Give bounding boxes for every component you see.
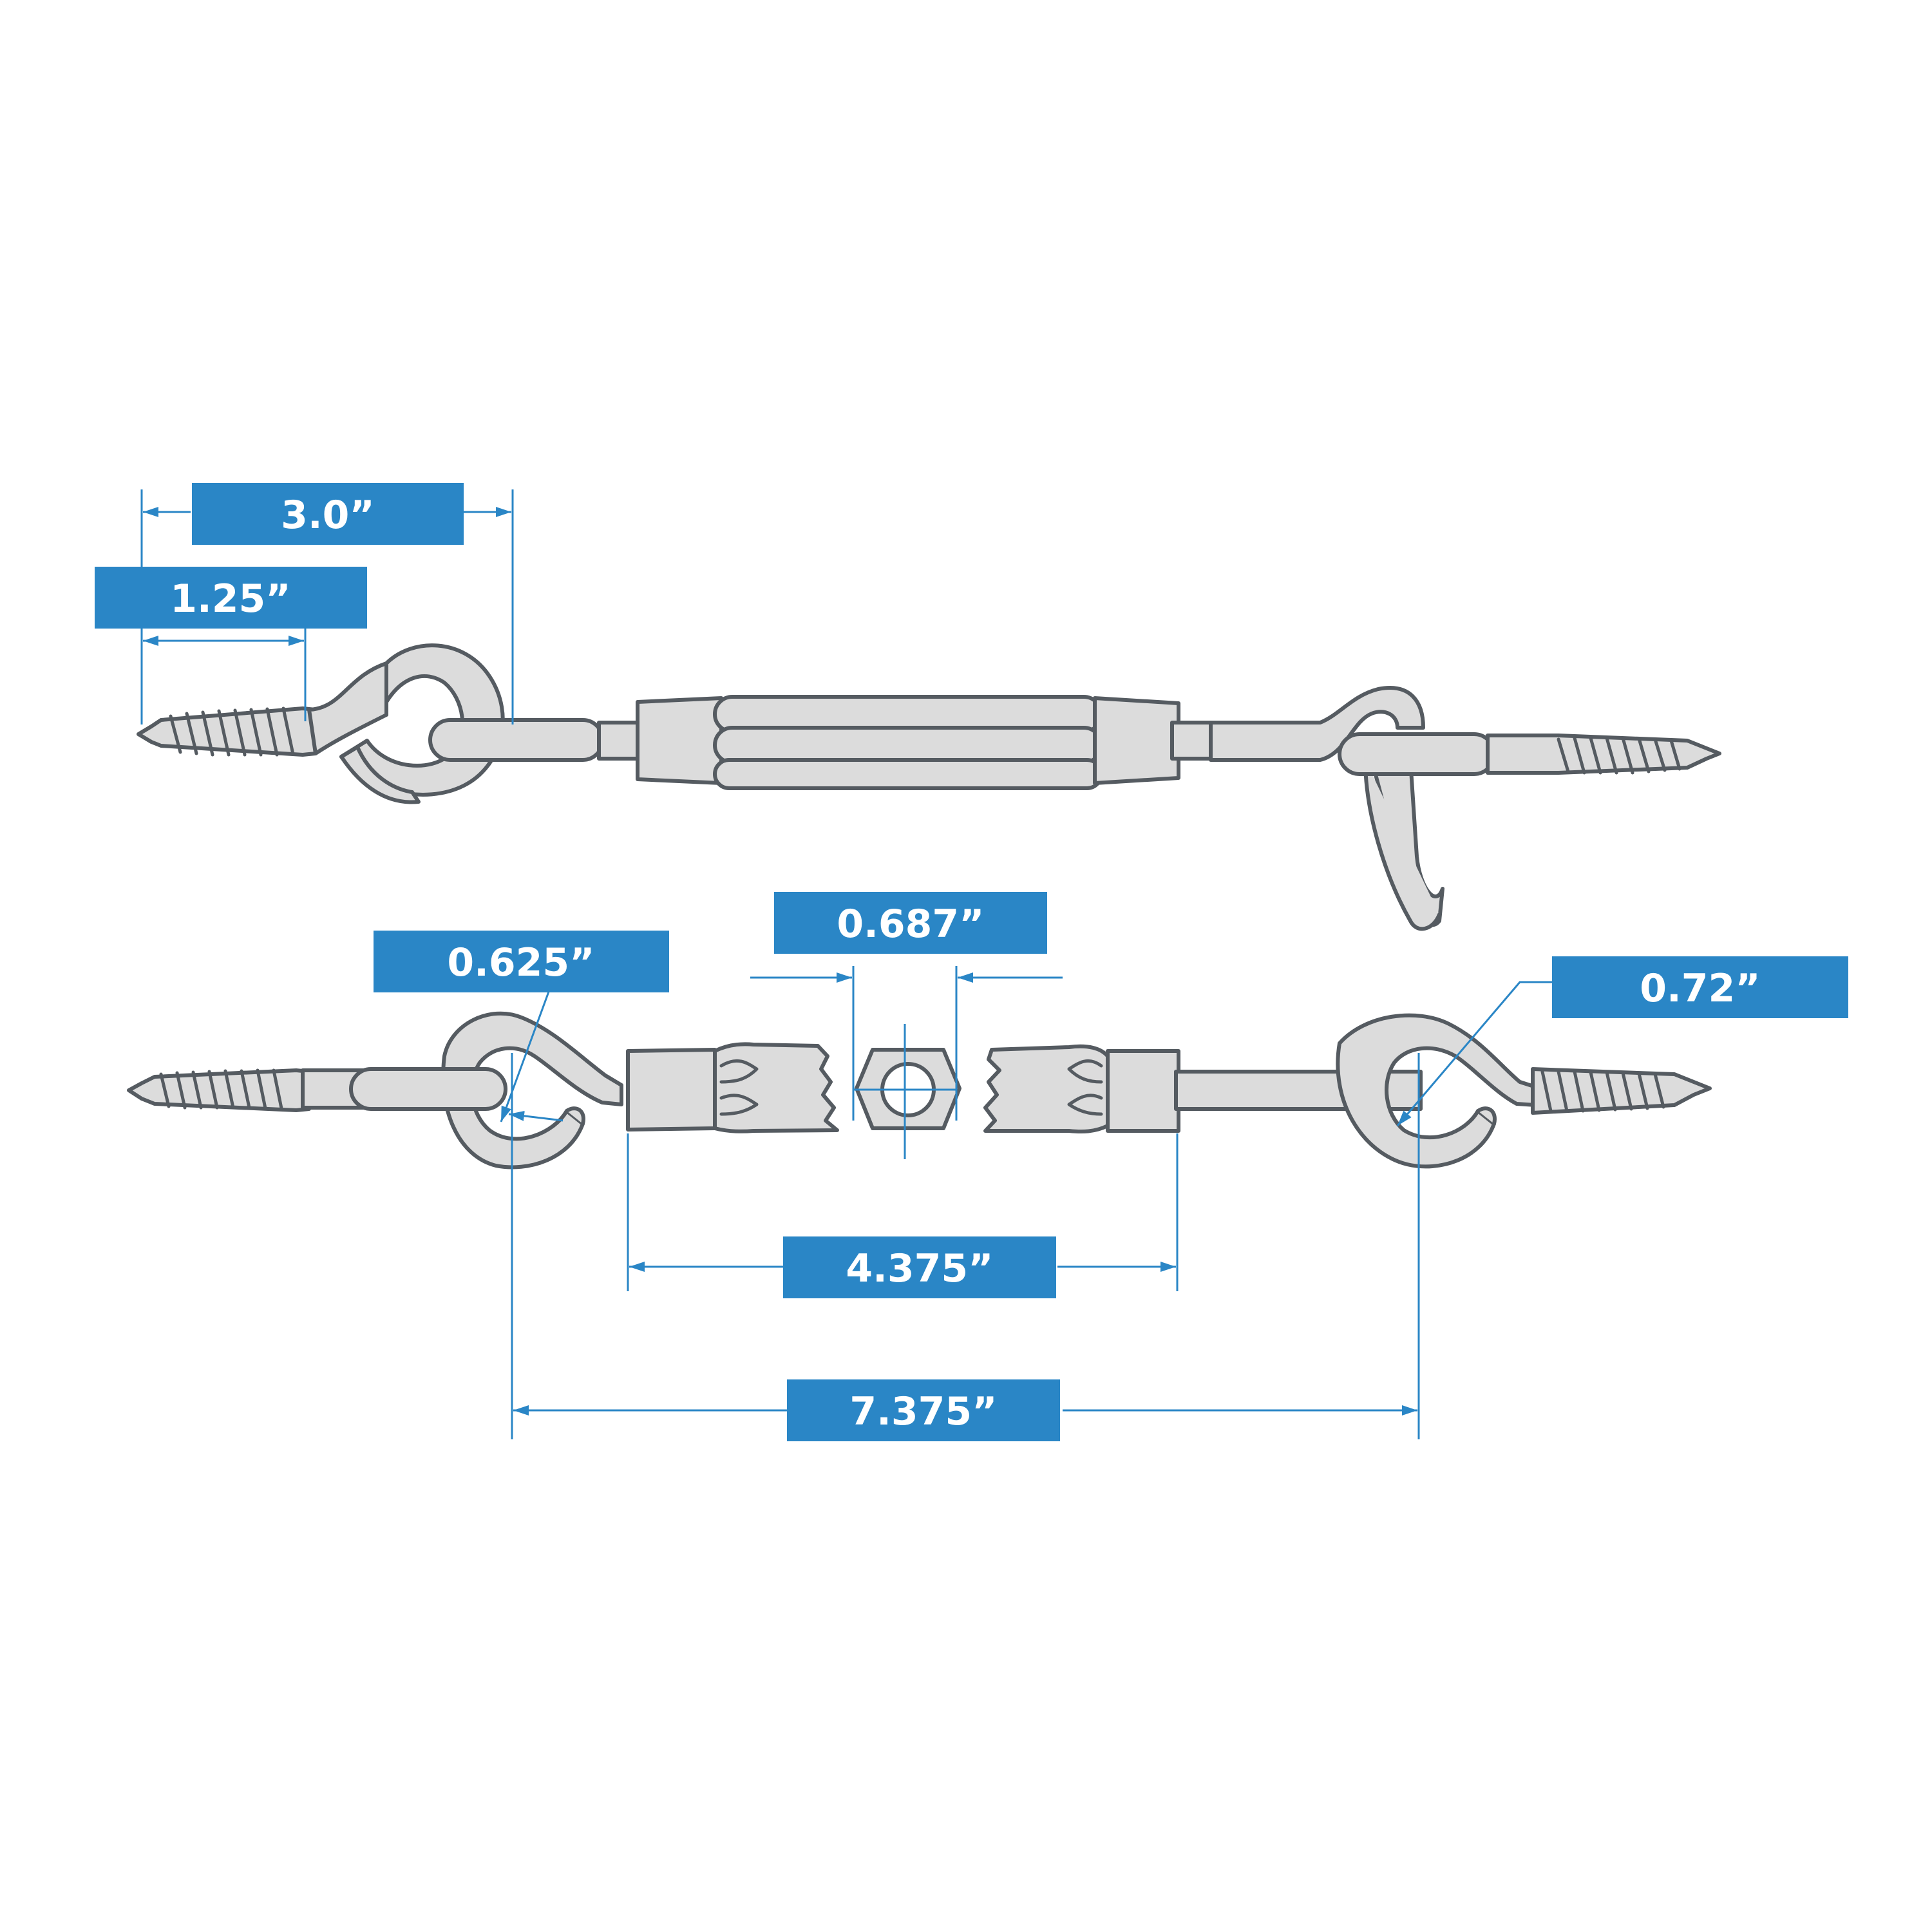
label-thread-length-text: 1.25” (170, 576, 290, 621)
label-thread-length: 1.25” (95, 567, 367, 629)
bottom-left-eye-screw (127, 1011, 623, 1170)
label-body-length-text: 4.375” (846, 1246, 993, 1291)
top-turnbuckle-body (597, 695, 1219, 790)
label-eye-inner-left: 0.625” (374, 931, 669, 992)
label-hex-nut-text: 0.687” (837, 902, 984, 947)
label-eye-inner-right: 0.72” (1552, 956, 1848, 1018)
top-right-hook-screw (1209, 686, 1721, 931)
bottom-right-eye-screw (1174, 1013, 1712, 1169)
bottom-body-right-half (983, 1044, 1180, 1133)
label-body-length: 4.375” (783, 1236, 1056, 1298)
label-eye-inner-right-text: 0.72” (1640, 966, 1760, 1011)
bottom-turnbuckle-assembly (127, 1011, 1712, 1170)
dimension-labels: 3.0” 1.25” 0.625” 0.687” 0.72” 4.375” 7.… (95, 483, 1848, 1441)
label-hex-nut: 0.687” (774, 892, 1047, 954)
top-left-eye-screw (137, 643, 605, 804)
label-eye-to-eye-length-text: 7.375” (849, 1389, 997, 1434)
top-turnbuckle-assembly (137, 643, 1721, 931)
bottom-body-left-half (626, 1042, 839, 1133)
label-eye-to-eye-length: 7.375” (787, 1379, 1060, 1441)
label-eye-inner-left-text: 0.625” (447, 940, 594, 985)
label-overall-hook-length: 3.0” (192, 483, 464, 545)
label-overall-hook-length-text: 3.0” (281, 493, 375, 538)
